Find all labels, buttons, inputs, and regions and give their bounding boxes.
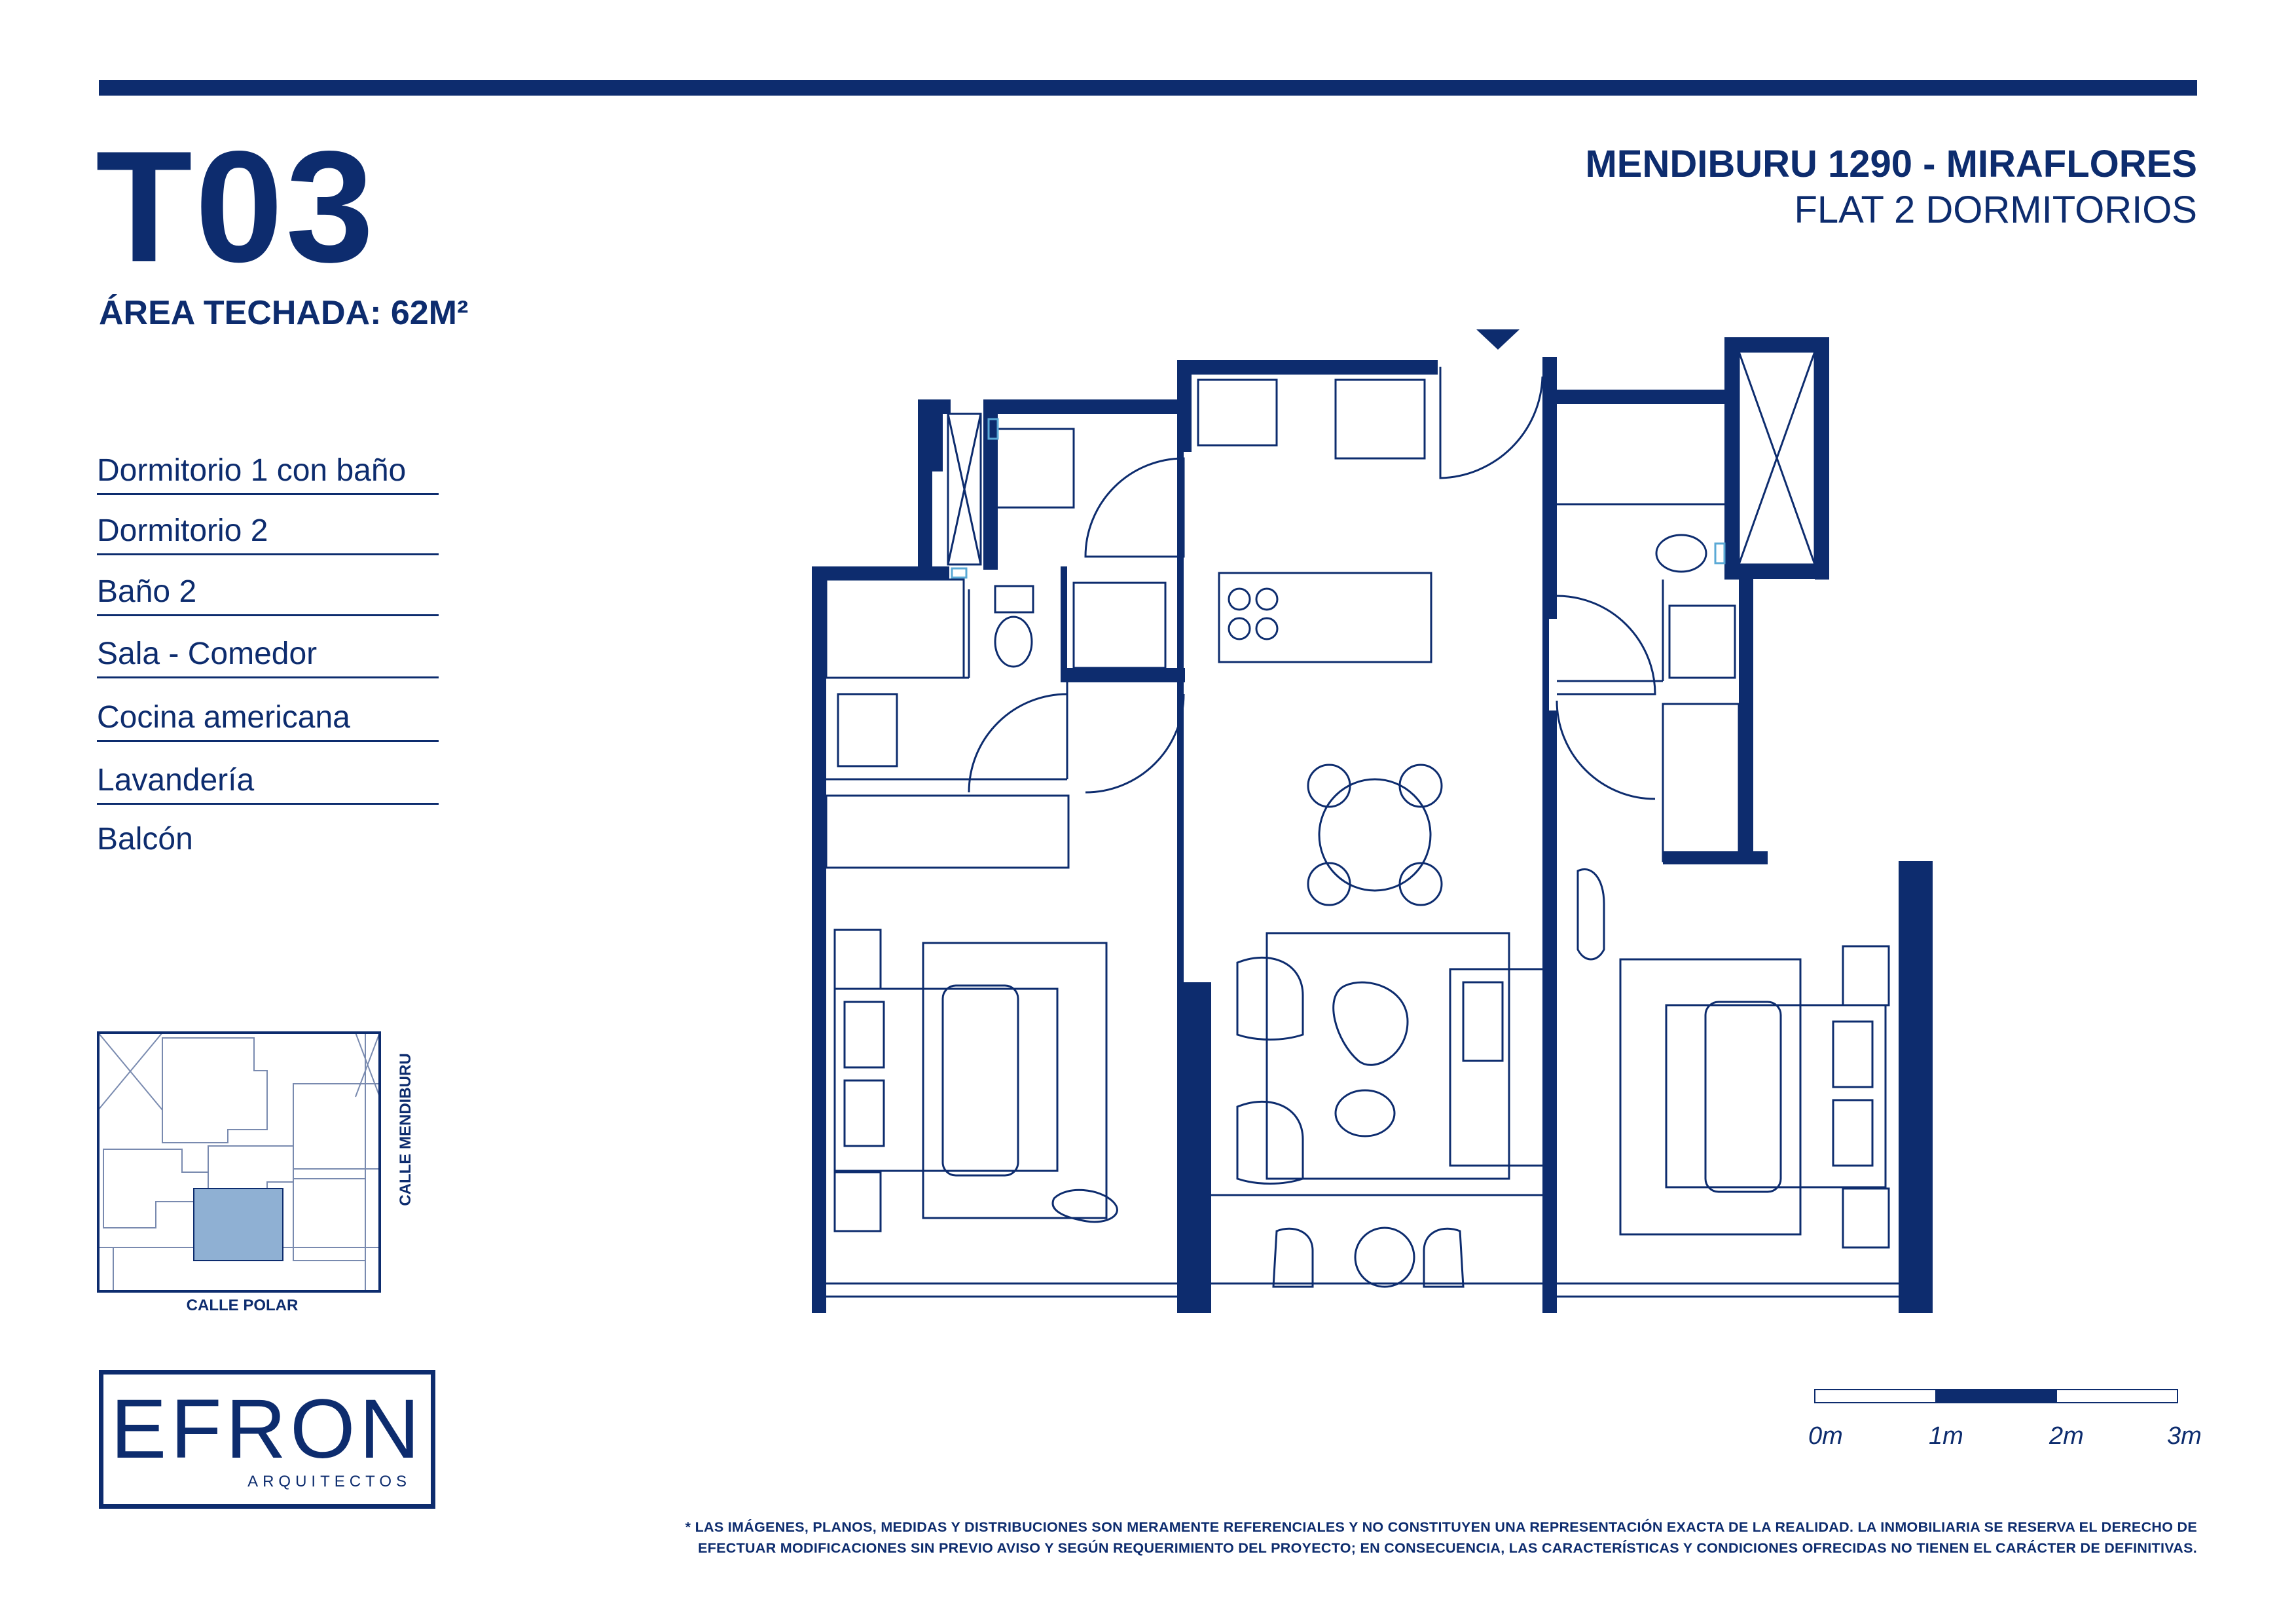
feature-item: Balcón	[97, 822, 193, 857]
disclaimer-line: EFECTUAR MODIFICACIONES SIN PREVIO AVISO…	[698, 1540, 2197, 1556]
unit-code: T03	[96, 119, 377, 295]
street-label-mendiburu: CALLE MENDIBURU	[397, 1053, 414, 1206]
logo-name: EFRON	[111, 1382, 424, 1476]
scale-tick: 2m	[2049, 1422, 2084, 1450]
project-subtitle: FLAT 2 DORMITORIOS	[1794, 189, 2197, 231]
keyplan-unit-highlight	[193, 1188, 283, 1261]
floor-plan	[812, 329, 1933, 1313]
fixture-accents	[951, 418, 1726, 579]
feature-item: Lavandería	[97, 765, 439, 805]
feature-item: Cocina americana	[97, 702, 439, 742]
logo-subtitle: ARQUITECTOS	[247, 1473, 411, 1490]
area-label: ÁREA TECHADA: 62M²	[99, 294, 469, 332]
disclaimer-line: * LAS IMÁGENES, PLANOS, MEDIDAS Y DISTRI…	[685, 1519, 2197, 1535]
plan-walls	[812, 337, 1933, 1313]
entrance-marker	[1476, 329, 1520, 350]
feature-item: Sala - Comedor	[97, 638, 439, 678]
project-title: MENDIBURU 1290 - MIRAFLORES	[1585, 143, 2197, 185]
scale-tick: 1m	[1929, 1422, 1963, 1450]
header-rule	[99, 80, 2197, 96]
scale-bar	[1814, 1389, 2178, 1403]
street-label-polar: CALLE POLAR	[186, 1297, 299, 1314]
scale-tick: 3m	[2167, 1422, 2202, 1450]
feature-item: Baño 2	[97, 576, 439, 616]
plan-linework	[825, 350, 1899, 1298]
feature-item: Dormitorio 1 con baño	[97, 455, 439, 495]
scale-tick: 0m	[1808, 1422, 1843, 1450]
brand-logo: EFRON ARQUITECTOS	[99, 1370, 435, 1509]
key-plan	[97, 1031, 381, 1293]
feature-item: Dormitorio 2	[97, 515, 439, 555]
